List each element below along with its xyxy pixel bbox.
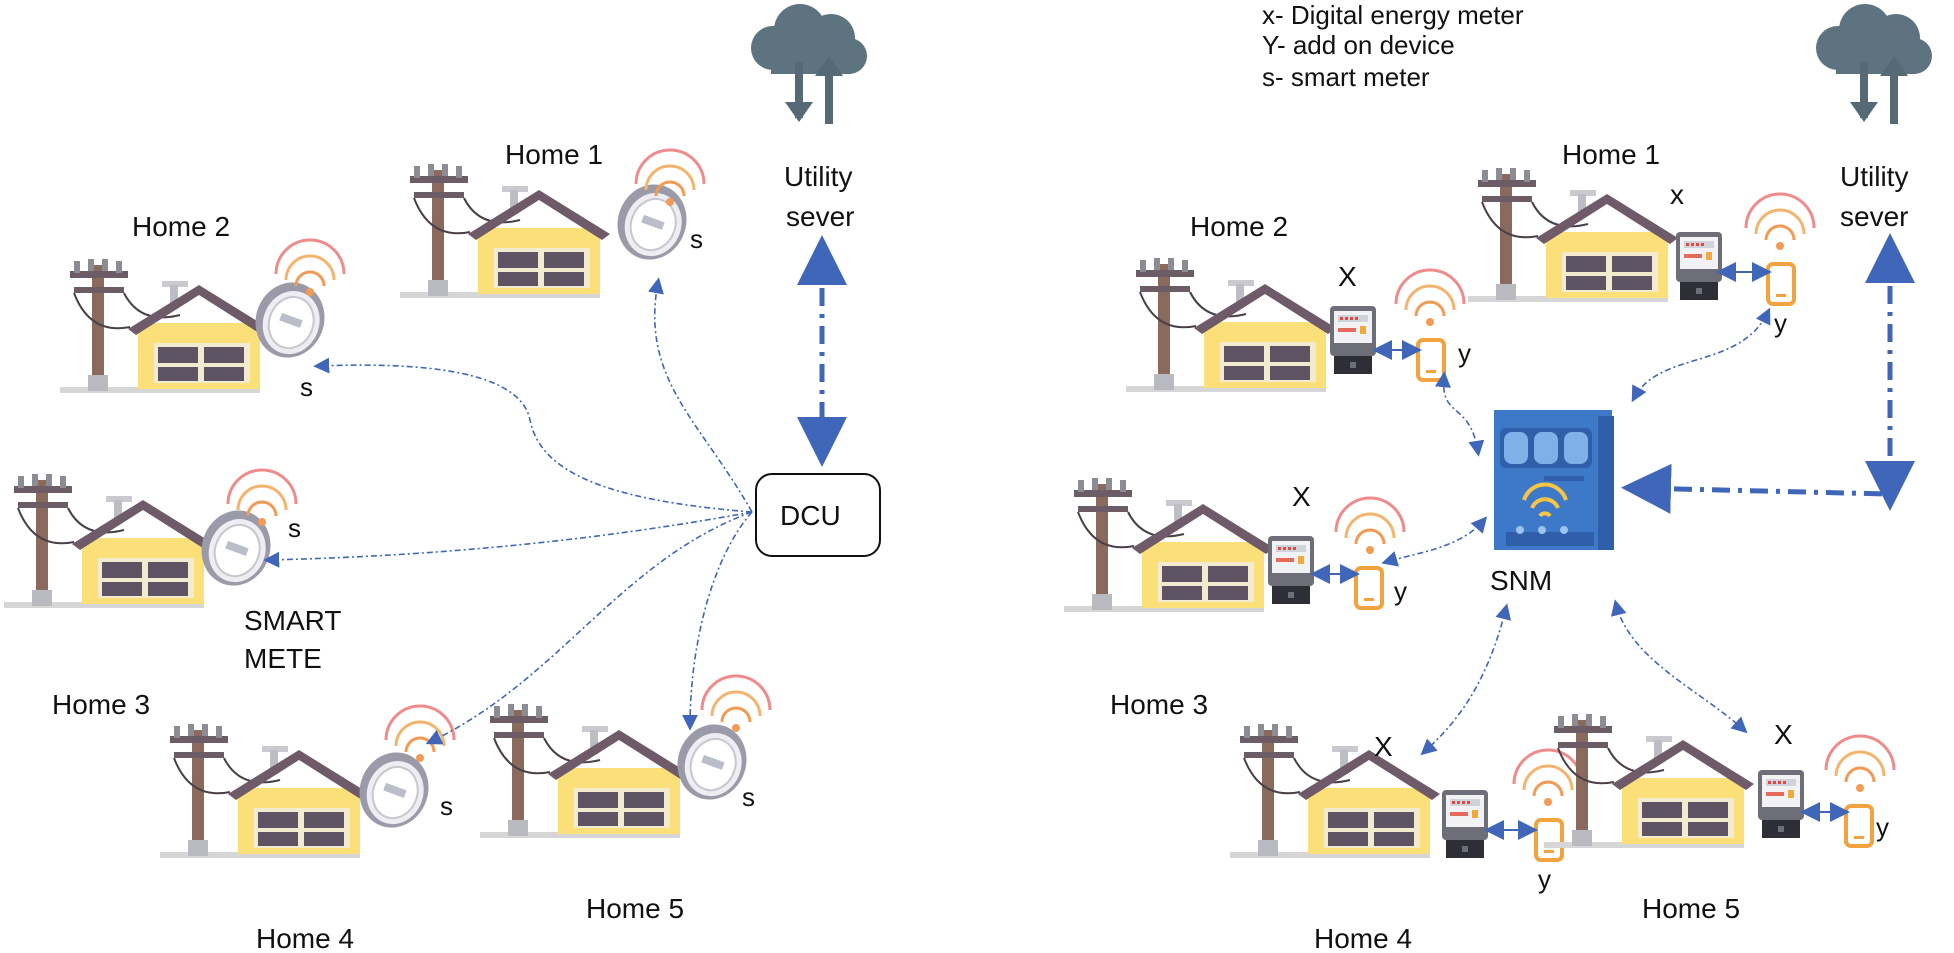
dcu-label: DCU bbox=[780, 500, 841, 531]
left-server-label-line1: Utility bbox=[784, 161, 852, 192]
right-home-2-label: Home 2 bbox=[1190, 211, 1288, 242]
right-home-2-meter-tag: X bbox=[1338, 261, 1357, 292]
right-home-3-addon-tag: y bbox=[1394, 576, 1407, 606]
left-home-3-meter-tag: s bbox=[288, 513, 301, 543]
right-home-5-meter-tag: X bbox=[1774, 719, 1793, 750]
right-home-3-meter-tag: X bbox=[1292, 481, 1311, 512]
right-server-label-line2: sever bbox=[1840, 201, 1908, 232]
left-home-2-meter-tag: s bbox=[300, 372, 313, 402]
right-home-5: X y Home 5 bbox=[1543, 713, 1896, 924]
left-home-5-meter-tag: s bbox=[742, 782, 755, 812]
right-home-5-addon-tag: y bbox=[1876, 812, 1889, 842]
left-cloud-icon bbox=[751, 4, 867, 124]
left-home-4: s Home 4 bbox=[159, 704, 456, 953]
left-home-1-label: Home 1 bbox=[505, 139, 603, 170]
snm-label: SNM bbox=[1490, 565, 1552, 596]
right-home-4-addon-tag: y bbox=[1538, 864, 1551, 894]
right-home-1-addon-tag: y bbox=[1774, 308, 1787, 338]
snm-link-home-4 bbox=[1420, 603, 1512, 756]
left-home-1-meter-tag: s bbox=[690, 224, 703, 254]
right-cloud-icon bbox=[1816, 4, 1932, 124]
legend-s: s- smart meter bbox=[1262, 62, 1430, 92]
right-home-1-meter-tag: x bbox=[1670, 179, 1684, 210]
right-home-5-label: Home 5 bbox=[1642, 893, 1740, 924]
left-home-3-label: Home 3 bbox=[52, 689, 150, 720]
right-diagram: x- Digital energy meter Y- add on device… bbox=[1063, 0, 1932, 953]
dcu-link-home-4 bbox=[425, 511, 753, 745]
smart-meter-label-line2: METE bbox=[244, 643, 322, 674]
right-home-2: Home 2 X y bbox=[1125, 211, 1471, 393]
right-home-1: Home 1 x y bbox=[1467, 139, 1816, 338]
right-server-label-line1: Utility bbox=[1840, 161, 1908, 192]
dcu-link-home-1 bbox=[648, 277, 753, 513]
left-home-2: Home 2 s bbox=[59, 211, 346, 402]
left-diagram: Home 1 s Home 2 s s SMART METE Home 3 s bbox=[3, 4, 881, 953]
snm-wifi-icon bbox=[1522, 482, 1568, 518]
left-home-5-label: Home 5 bbox=[586, 893, 684, 924]
dcu-box bbox=[755, 473, 881, 557]
left-home-2-label: Home 2 bbox=[132, 211, 230, 242]
left-home-4-meter-tag: s bbox=[440, 791, 453, 821]
right-home-4-label: Home 4 bbox=[1314, 923, 1412, 953]
right-home-4-meter-tag: X bbox=[1374, 731, 1393, 762]
right-home-1-label: Home 1 bbox=[1562, 139, 1660, 170]
right-home-2-addon-tag: y bbox=[1458, 338, 1471, 368]
snm-link-home-3 bbox=[1381, 516, 1488, 567]
snm-server-link bbox=[1621, 233, 1915, 514]
snm-link-home-5 bbox=[1610, 599, 1748, 734]
right-home-3: X y Home 3 bbox=[1063, 477, 1407, 720]
left-home-5: s Home 5 bbox=[479, 674, 772, 924]
legend-x: x- Digital energy meter bbox=[1262, 0, 1524, 30]
left-home-1: Home 1 s bbox=[399, 139, 706, 299]
snm-device bbox=[1494, 410, 1614, 550]
dcu-link-home-2 bbox=[313, 357, 753, 513]
legend-y: Y- add on device bbox=[1262, 30, 1455, 60]
left-home-3: s SMART METE Home 3 bbox=[3, 468, 342, 720]
left-home-4-label: Home 4 bbox=[256, 923, 354, 953]
left-server-label-line2: sever bbox=[786, 201, 854, 232]
dcu-link-home-3 bbox=[263, 511, 753, 568]
right-home-3-label: Home 3 bbox=[1110, 689, 1208, 720]
dcu-link-home-5 bbox=[682, 511, 753, 731]
smart-meter-label-line1: SMART bbox=[244, 605, 342, 636]
snm-link-home-2 bbox=[1435, 371, 1485, 457]
snm-link-home-1 bbox=[1631, 307, 1771, 403]
right-home-4: X y Home 4 bbox=[1229, 723, 1584, 953]
